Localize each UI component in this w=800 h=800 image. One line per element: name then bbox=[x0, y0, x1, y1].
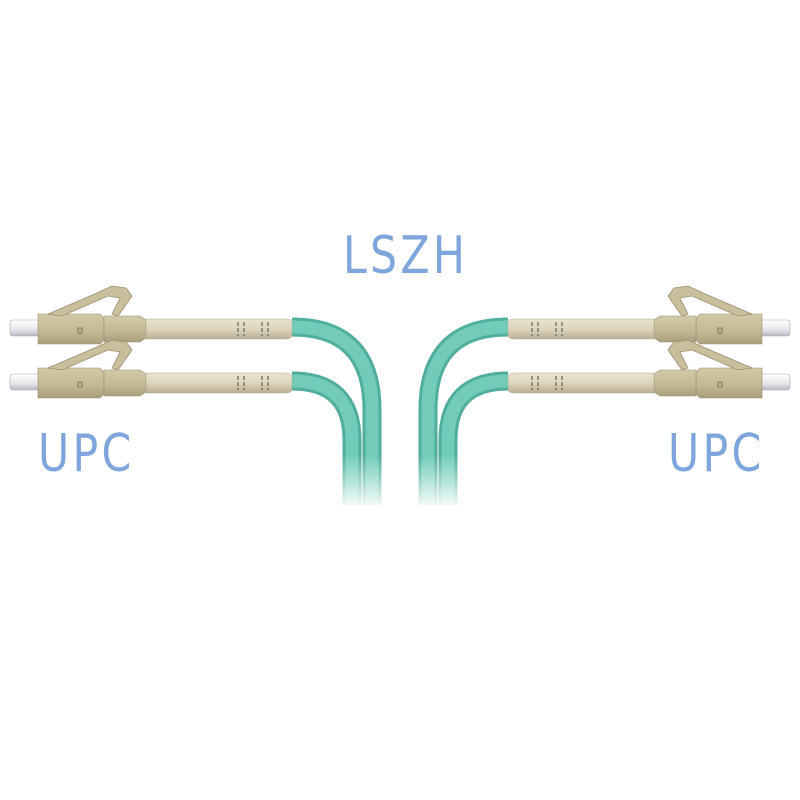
lc-connector-left-bottom bbox=[9, 339, 293, 399]
polish-type-label-left: UPC bbox=[38, 424, 135, 484]
jacket-type-label: LSZH bbox=[343, 226, 469, 286]
cable-group bbox=[291, 317, 509, 510]
lc-connector-right-bottom bbox=[507, 339, 791, 399]
lc-connector-left-top bbox=[9, 285, 293, 345]
polish-type-label-right: UPC bbox=[668, 424, 765, 484]
lc-connector-right-top bbox=[507, 285, 791, 345]
